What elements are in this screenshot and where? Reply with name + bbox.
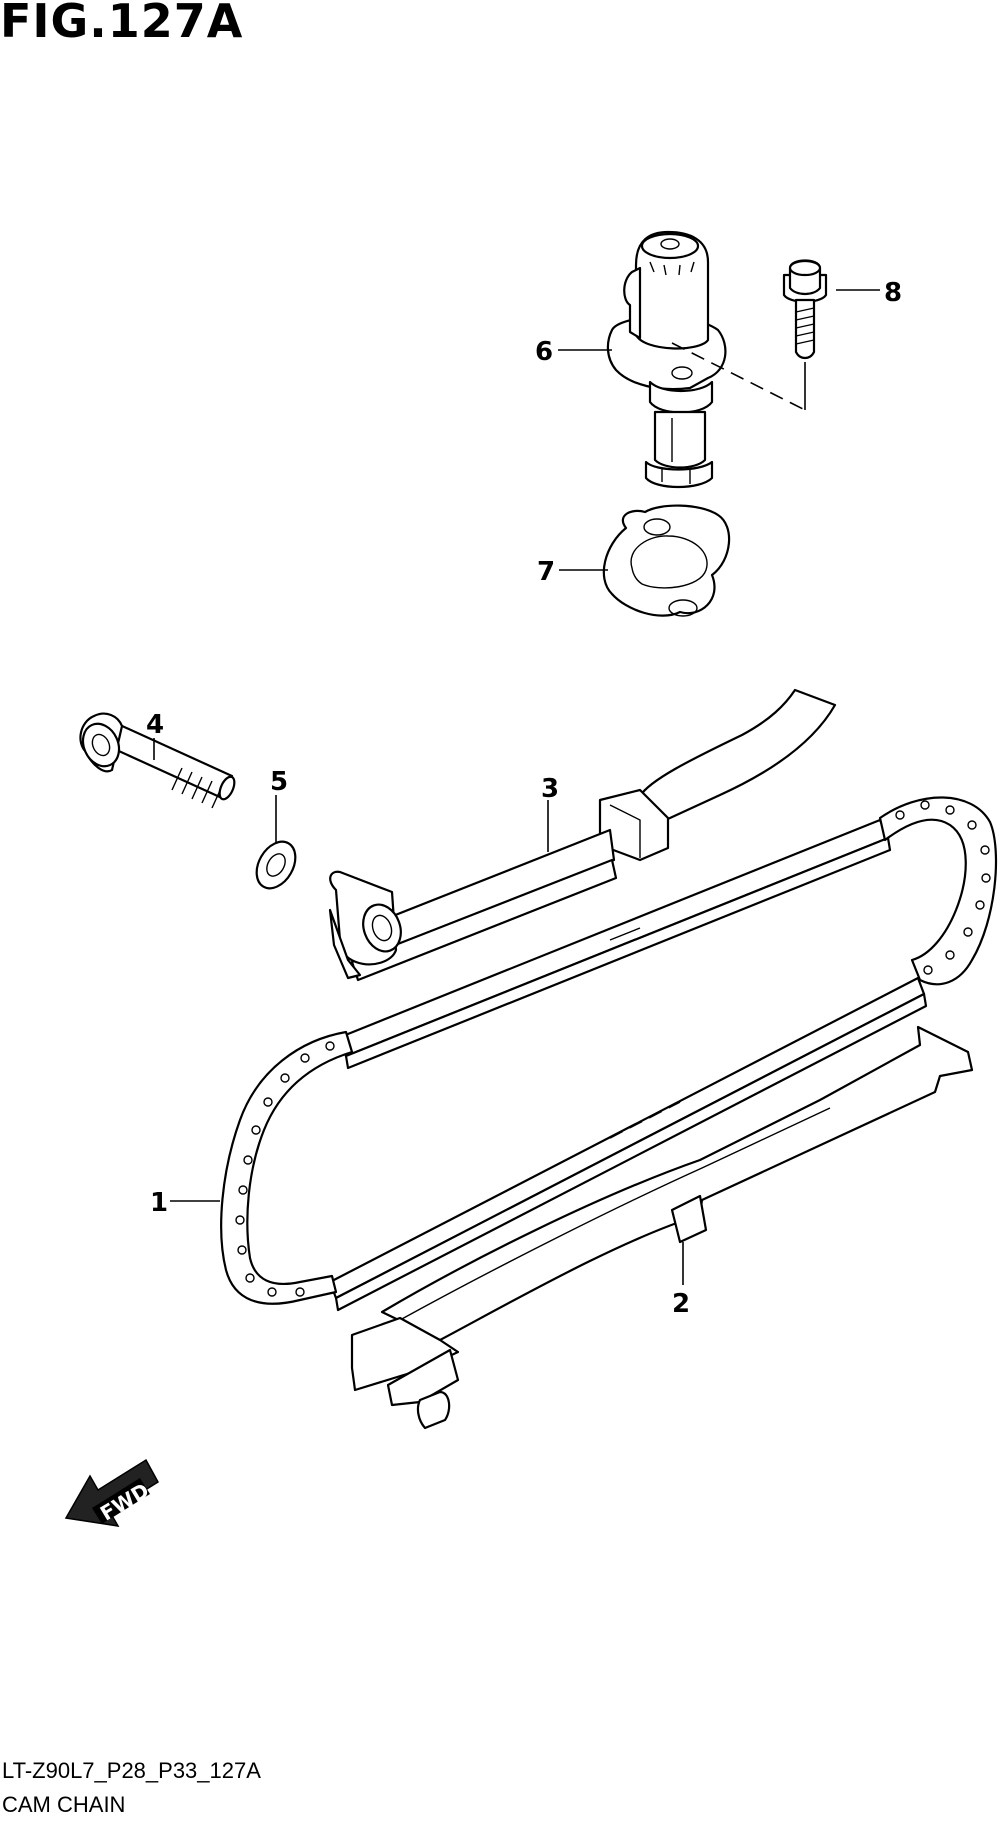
tensioner-adjuster-part[interactable] [606, 230, 727, 488]
figure-title: FIG.127A [0, 0, 244, 48]
chain-guide-part[interactable] [350, 1025, 974, 1430]
callout-7: 7 [537, 557, 555, 587]
callout-1: 1 [150, 1188, 168, 1218]
cam-chain-part[interactable] [220, 796, 998, 1312]
tensioner-guide-part[interactable] [328, 688, 837, 982]
diagram-code: LT-Z90L7_P28_P33_127A [2, 1758, 261, 1783]
callout-5: 5 [270, 767, 288, 797]
bolt-alignment-line [671, 342, 806, 411]
callout-3: 3 [541, 774, 559, 804]
leader-lines [153, 289, 880, 1285]
callout-6: 6 [535, 337, 553, 367]
callout-8: 8 [884, 278, 902, 308]
forward-direction-arrow: FWD [64, 1458, 159, 1527]
tensioner-gasket-part[interactable] [602, 504, 731, 617]
tensioner-bolt-part[interactable] [782, 259, 828, 360]
callout-4: 4 [146, 710, 164, 740]
washer-part[interactable] [249, 835, 303, 895]
diagram-name: CAM CHAIN [2, 1792, 126, 1817]
pivot-bolt-part[interactable] [76, 712, 237, 809]
callout-2: 2 [672, 1289, 690, 1319]
